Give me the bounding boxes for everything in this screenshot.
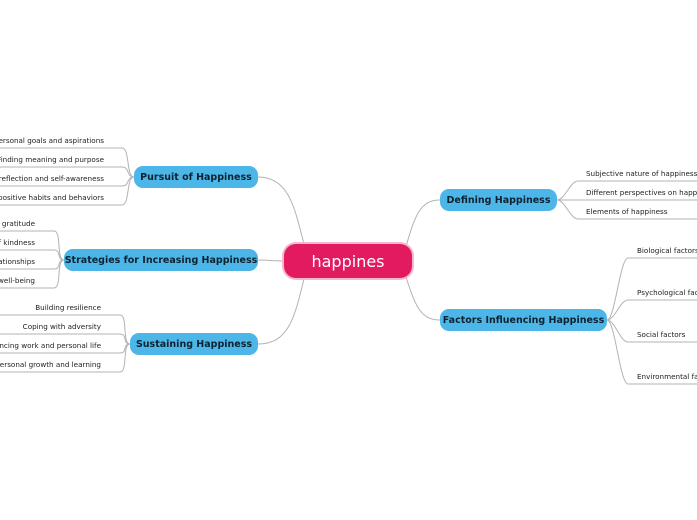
leaf-topic[interactable]: g gratitude: [0, 219, 35, 228]
leaf-topic[interactable]: Environmental fa: [637, 372, 697, 381]
leaf-topic[interactable]: g positive habits and behaviors: [0, 193, 104, 202]
leaf-topic[interactable]: ancing work and personal life: [0, 341, 101, 350]
root-node[interactable]: happines: [284, 244, 412, 278]
leaf-topic[interactable]: well-being: [0, 276, 35, 285]
connector-root-strategies: [257, 259, 287, 262]
leaf-topic[interactable]: Biological factors: [637, 246, 697, 255]
leaf-topic[interactable]: f-reflection and self-awareness: [0, 174, 104, 183]
connector-sustaining-leaf-0: [0, 314, 131, 345]
connector-pursuit-leaf-3: [0, 176, 135, 206]
branch-label: Factors Influencing Happiness: [442, 314, 605, 326]
leaf-topic[interactable]: Different perspectives on happin: [586, 188, 697, 197]
connector-pursuit-leaf-0: [0, 147, 135, 178]
branch-defining-happiness[interactable]: Defining Happiness: [440, 189, 557, 211]
leaf-topic[interactable]: personal growth and learning: [0, 360, 101, 369]
leaf-topic[interactable]: Personal goals and aspirations: [0, 136, 104, 145]
branch-strategies-for-increasing-happiness[interactable]: Strategies for Increasing Happiness: [64, 249, 258, 271]
branch-sustaining-happiness[interactable]: Sustaining Happiness: [130, 333, 258, 355]
leaf-topic[interactable]: Building resilience: [35, 303, 101, 312]
leaf-topic[interactable]: f kindness: [0, 238, 35, 247]
connector-sustaining-leaf-1: [0, 333, 131, 345]
leaf-topic[interactable]: Psychological fac: [637, 288, 697, 297]
leaf-topic[interactable]: Social factors: [637, 330, 686, 339]
branch-label: Pursuit of Happiness: [140, 171, 252, 183]
leaf-topic[interactable]: Subjective nature of happiness: [586, 169, 697, 178]
connector-strategies-leaf-0: [0, 230, 65, 261]
connector-strategies-leaf-3: [0, 259, 65, 289]
branch-label: Sustaining Happiness: [135, 338, 253, 350]
connector-sustaining-leaf-3: [0, 343, 131, 373]
connector-defining-leaf-0: [556, 180, 697, 201]
connector-pursuit-leaf-1: [0, 166, 135, 178]
leaf-topic[interactable]: Coping with adversity: [22, 322, 101, 331]
leaf-topic[interactable]: Elements of happiness: [586, 207, 668, 216]
connector-strategies-leaf-1: [0, 249, 65, 261]
connector-factors-leaf-1: [606, 299, 697, 321]
connector-root-defining: [404, 199, 441, 251]
connector-factors-leaf-2: [606, 319, 697, 343]
connector-factors-leaf-3: [606, 319, 697, 385]
connector-factors-leaf-0: [606, 257, 697, 321]
connector-root-pursuit: [257, 176, 306, 249]
connector-root-sustaining: [257, 274, 306, 345]
leaf-topic[interactable]: Finding meaning and purpose: [0, 155, 104, 164]
branch-label: Defining Happiness: [446, 194, 551, 206]
branch-pursuit-of-happiness[interactable]: Pursuit of Happiness: [134, 166, 258, 188]
branch-label: Strategies for Increasing Happiness: [64, 254, 258, 266]
connector-defining-leaf-2: [556, 199, 697, 220]
connector-root-factors: [404, 273, 441, 321]
root-label: happines: [311, 251, 385, 271]
branch-factors-influencing-happiness[interactable]: Factors Influencing Happiness: [440, 309, 607, 331]
leaf-topic[interactable]: ationships: [0, 257, 35, 266]
